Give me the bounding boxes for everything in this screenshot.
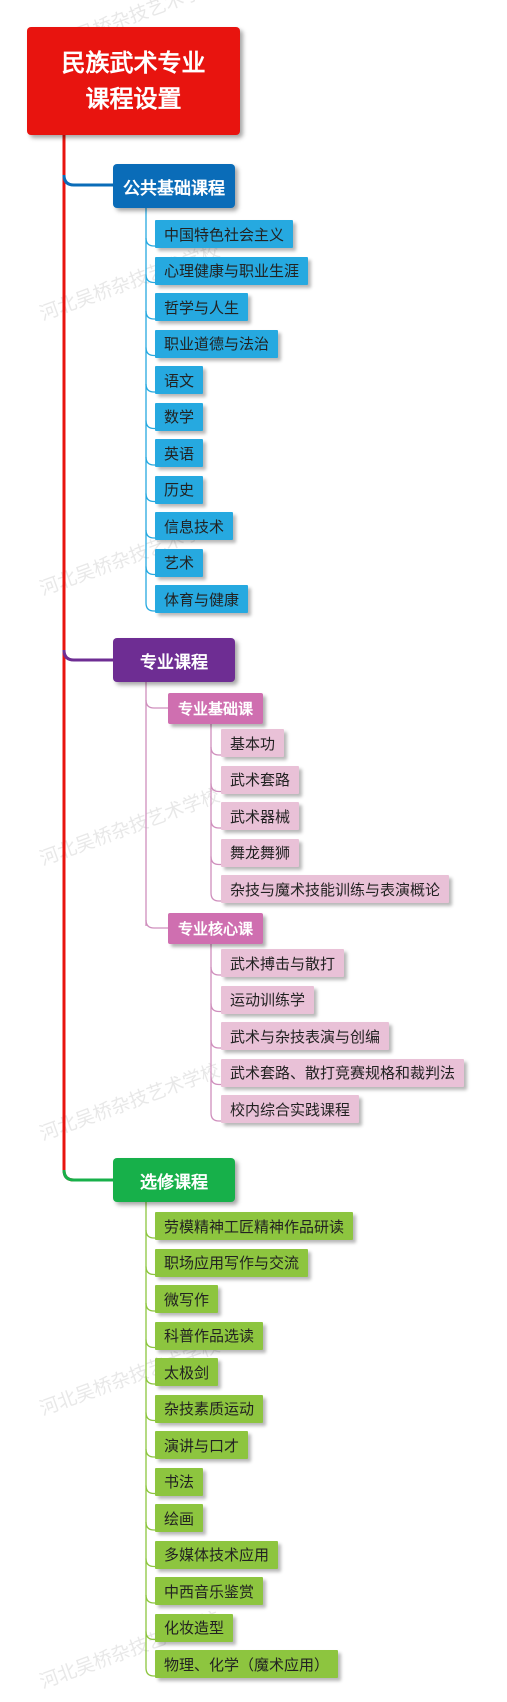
root-title-line1: 民族武术专业 xyxy=(61,49,206,77)
major-basic-item: 杂技与魔术技能训练与表演概论 xyxy=(221,875,450,903)
major-core-item: 校内综合实践课程 xyxy=(221,1095,360,1123)
major-basic-connector xyxy=(210,783,221,793)
public-course-connector xyxy=(145,566,155,576)
public-course-connector xyxy=(145,529,155,539)
major-core-item: 武术搏击与散打 xyxy=(221,949,345,977)
major-basic-connector xyxy=(210,819,221,829)
elective-course-connector xyxy=(145,1594,155,1604)
elective-course-item: 科普作品选读 xyxy=(155,1321,264,1350)
major-basic-item: 武术套路 xyxy=(221,765,300,794)
elective-course-item: 微写作 xyxy=(155,1285,219,1313)
public-course-item: 英语 xyxy=(155,439,204,467)
public-course-item: 体育与健康 xyxy=(155,585,249,613)
public-course-connector xyxy=(145,310,155,320)
elective-course-item: 物理、化学（魔术应用） xyxy=(155,1650,339,1678)
elective-course-item: 演讲与口才 xyxy=(155,1431,249,1459)
public-course-item: 语文 xyxy=(155,366,204,394)
branch-major xyxy=(62,649,113,662)
public-course-item: 艺术 xyxy=(155,548,204,577)
elective-course-connector xyxy=(145,1448,155,1458)
major-basic-connector xyxy=(145,699,168,709)
public-course-item: 历史 xyxy=(155,475,204,504)
major-basic-item: 基本功 xyxy=(221,729,285,757)
major-core-connector xyxy=(210,1076,221,1086)
major-basic-node: 专业基础课 xyxy=(168,693,264,724)
elective-course-connector xyxy=(145,1667,155,1677)
major-core-item: 武术套路、散打竞赛规格和裁判法 xyxy=(221,1058,465,1087)
major-core-connector xyxy=(145,919,168,929)
elective-course-connector xyxy=(145,1302,155,1312)
major-basic-item: 舞龙舞狮 xyxy=(221,838,300,867)
elective-course-item: 绘画 xyxy=(155,1504,204,1532)
major-core-connector xyxy=(210,966,221,976)
elective-course-connector xyxy=(145,1339,155,1349)
public-course-connector xyxy=(145,420,155,430)
major-core-connector xyxy=(210,1112,221,1122)
public-course-connector xyxy=(145,456,155,466)
elective-course-item: 职场应用写作与交流 xyxy=(155,1248,309,1277)
elective-course-connector xyxy=(145,1485,155,1495)
major-core-item: 武术与杂技表演与创编 xyxy=(221,1022,390,1050)
major-core-item: 运动训练学 xyxy=(221,985,315,1014)
elective-course-item: 劳模精神工匠精神作品研读 xyxy=(155,1212,354,1240)
elective-course-connector xyxy=(145,1558,155,1568)
public-course-item: 哲学与人生 xyxy=(155,293,249,321)
major-basic-item: 武术器械 xyxy=(221,802,300,830)
elective-course-connector xyxy=(145,1631,155,1641)
public-course-item: 信息技术 xyxy=(155,512,234,540)
public-course-connector xyxy=(145,602,155,612)
major-basic-connector xyxy=(210,856,221,866)
major-basic-connector xyxy=(210,892,221,902)
trunk-line xyxy=(62,135,113,1182)
branch-elective xyxy=(62,1169,113,1182)
public-course-item: 数学 xyxy=(155,402,204,431)
elective-course-item: 杂技素质运动 xyxy=(155,1394,264,1423)
elective-course-connector xyxy=(145,1266,155,1276)
public-course-connector xyxy=(145,274,155,284)
public-course-node: 公共基础课程 xyxy=(113,164,235,208)
root-title-line2: 课程设置 xyxy=(85,85,182,113)
major-core-connector xyxy=(210,1039,221,1049)
elective-course-connector xyxy=(145,1229,155,1239)
public-course-connector xyxy=(145,493,155,503)
elective-course-item: 书法 xyxy=(155,1467,204,1496)
major-course-node: 专业课程 xyxy=(113,638,235,682)
public-course-item: 职业道德与法治 xyxy=(155,329,279,358)
public-course-connector xyxy=(145,383,155,393)
elective-course-connector xyxy=(145,1521,155,1531)
elective-course-item: 多媒体技术应用 xyxy=(155,1540,279,1569)
major-basic-connector xyxy=(210,746,221,756)
elective-course-connector xyxy=(145,1412,155,1422)
branch-public xyxy=(62,174,113,187)
public-course-item: 中国特色社会主义 xyxy=(155,220,294,248)
major-core-connector xyxy=(210,1003,221,1013)
elective-course-connector xyxy=(145,1375,155,1385)
public-course-connector xyxy=(145,237,155,247)
elective-course-node: 选修课程 xyxy=(113,1158,235,1202)
elective-course-item: 化妆造型 xyxy=(155,1613,234,1642)
elective-course-item: 中西音乐鉴赏 xyxy=(155,1577,264,1605)
elective-course-item: 太极剑 xyxy=(155,1358,219,1386)
root-node: 民族武术专业 课程设置 xyxy=(27,27,240,135)
major-core-node: 专业核心课 xyxy=(168,913,264,944)
public-course-item: 心理健康与职业生涯 xyxy=(155,256,309,285)
public-course-connector xyxy=(145,347,155,357)
